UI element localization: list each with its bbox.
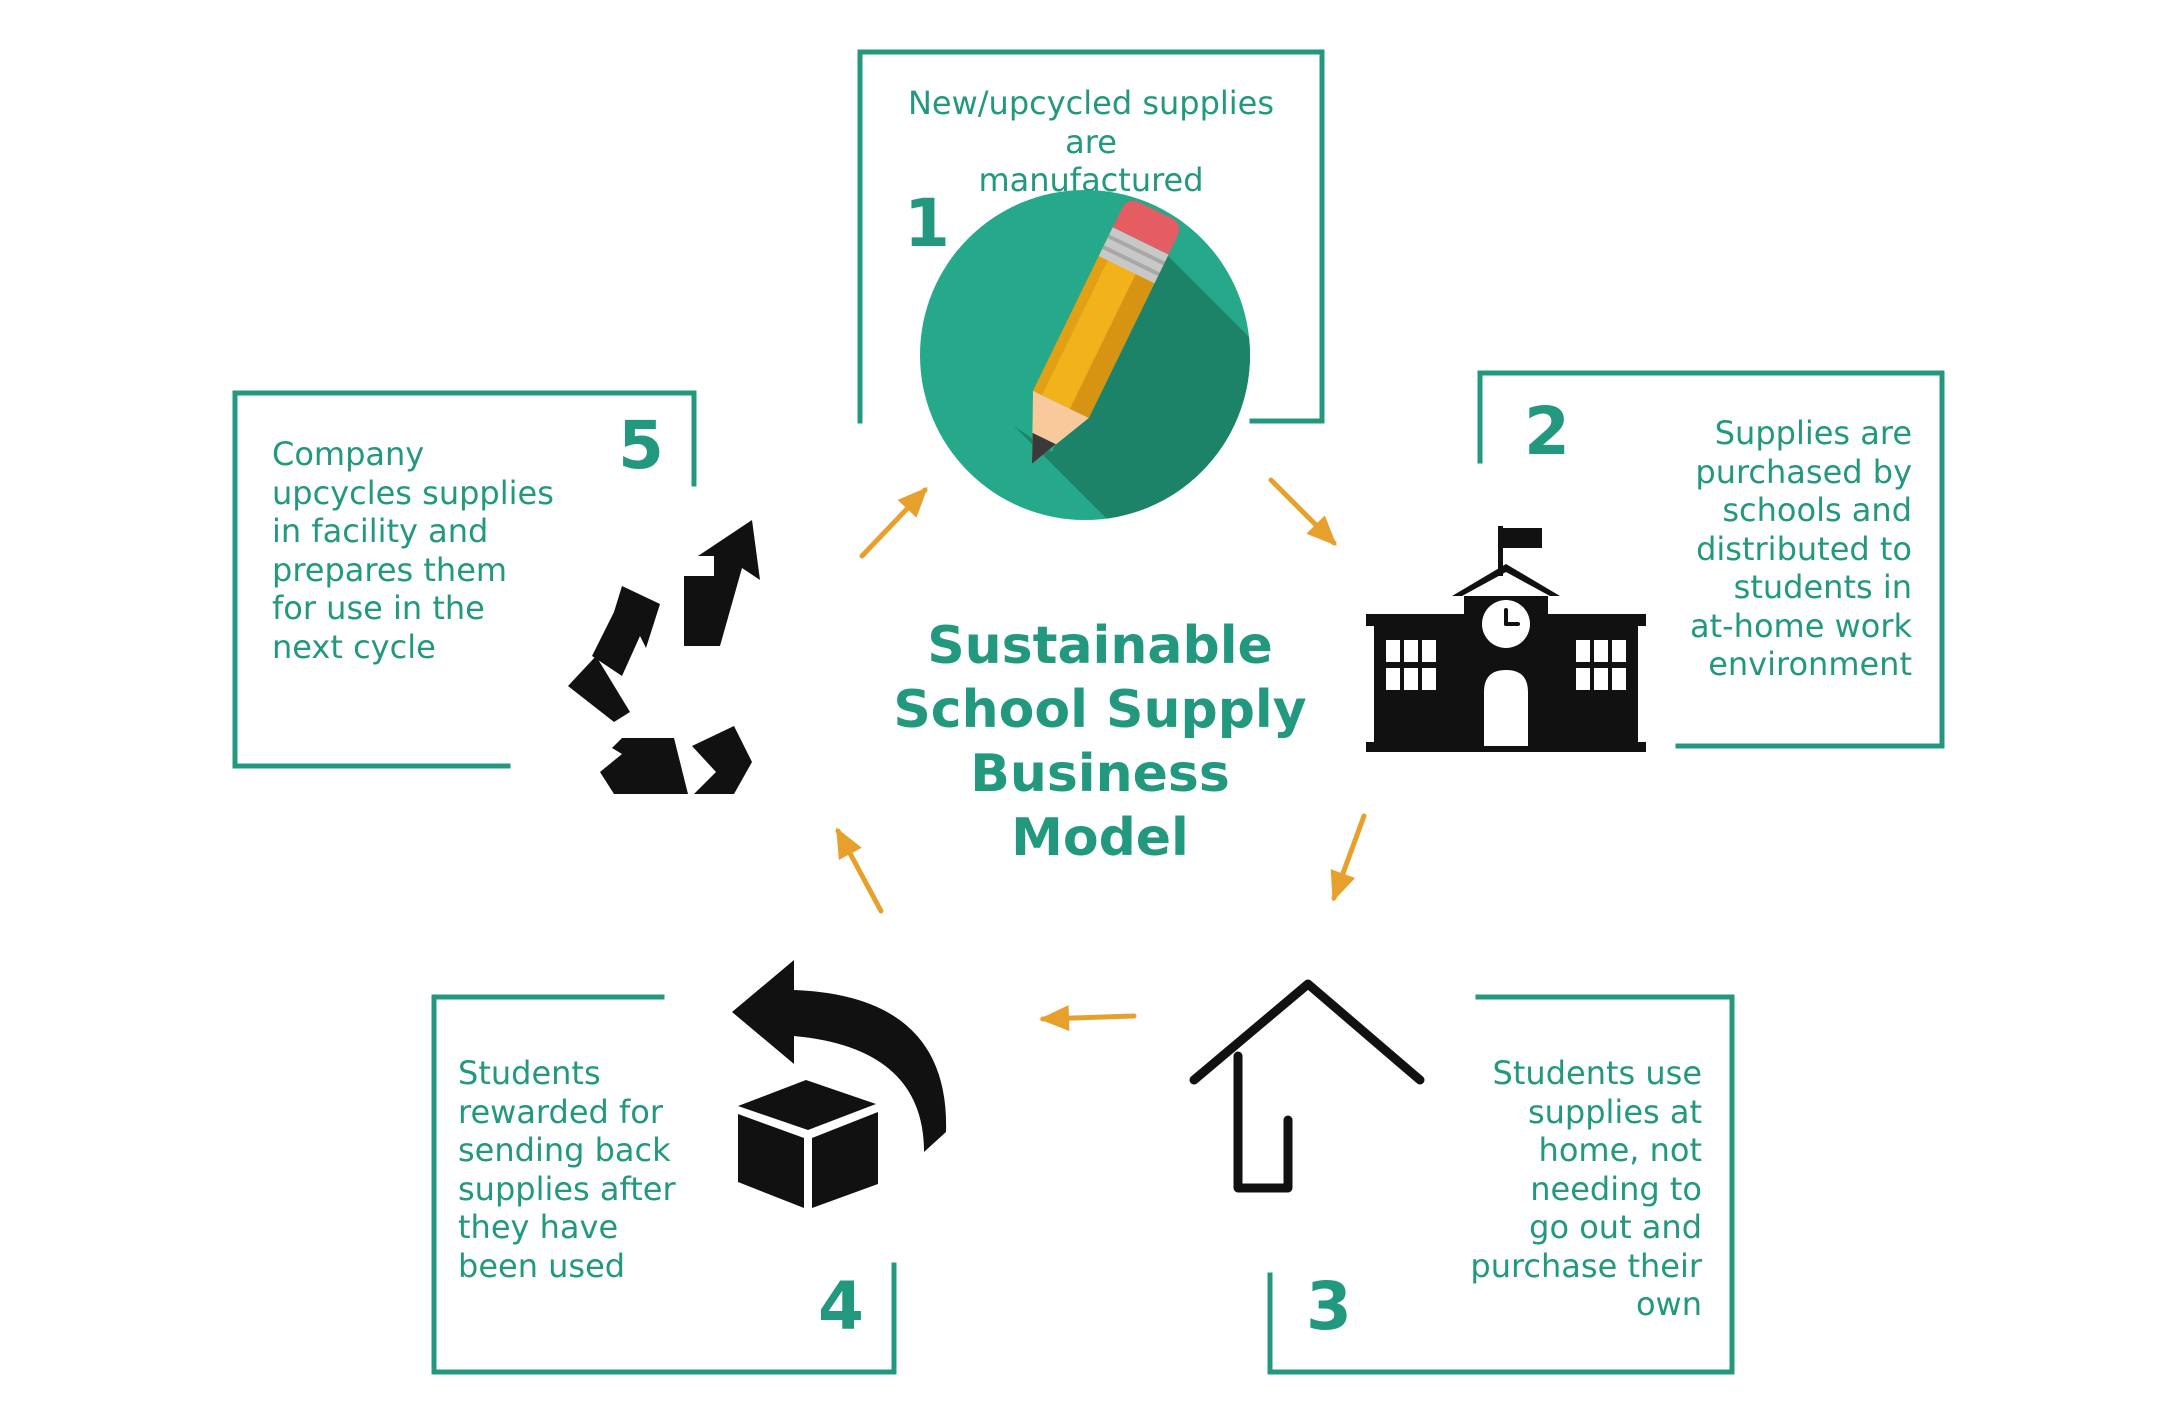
step-3-number: 3 — [1306, 1268, 1352, 1345]
step-4-text: Students rewarded for sending back suppl… — [458, 1054, 676, 1285]
step-2-frame — [1477, 370, 1945, 749]
step-5-text: Company upcycles supplies in facility an… — [272, 435, 554, 666]
arrow-5-to-1-head — [897, 487, 928, 518]
school-building-icon — [1366, 526, 1646, 752]
step-1-frame — [857, 49, 1325, 424]
step-4-number: 4 — [818, 1268, 864, 1345]
step-5-number: 5 — [618, 407, 664, 484]
arrow-1-to-2-head — [1306, 515, 1337, 546]
arrow-4-to-5-head — [836, 827, 862, 861]
return-box-icon — [732, 960, 947, 1208]
arrow-3-to-4-head — [1039, 1005, 1070, 1032]
step-1-number: 1 — [904, 185, 950, 262]
pencil-icon — [920, 190, 1250, 520]
diagram-title: Sustainable School Supply Business Model — [893, 616, 1307, 868]
step-3-text: Students use supplies at home, not needi… — [1470, 1054, 1702, 1323]
recycle-icon — [568, 520, 760, 794]
house-icon — [1189, 979, 1425, 1193]
arrow-2-to-3-head — [1330, 869, 1356, 902]
step-4-frame — [431, 994, 897, 1375]
step-1-text: New/upcycled supplies are manufactured — [907, 84, 1275, 199]
step-3-frame — [1267, 994, 1735, 1375]
step-5-frame — [232, 390, 697, 769]
step-2-number: 2 — [1524, 393, 1570, 470]
step-2-text: Supplies are purchased by schools and di… — [1689, 414, 1912, 683]
